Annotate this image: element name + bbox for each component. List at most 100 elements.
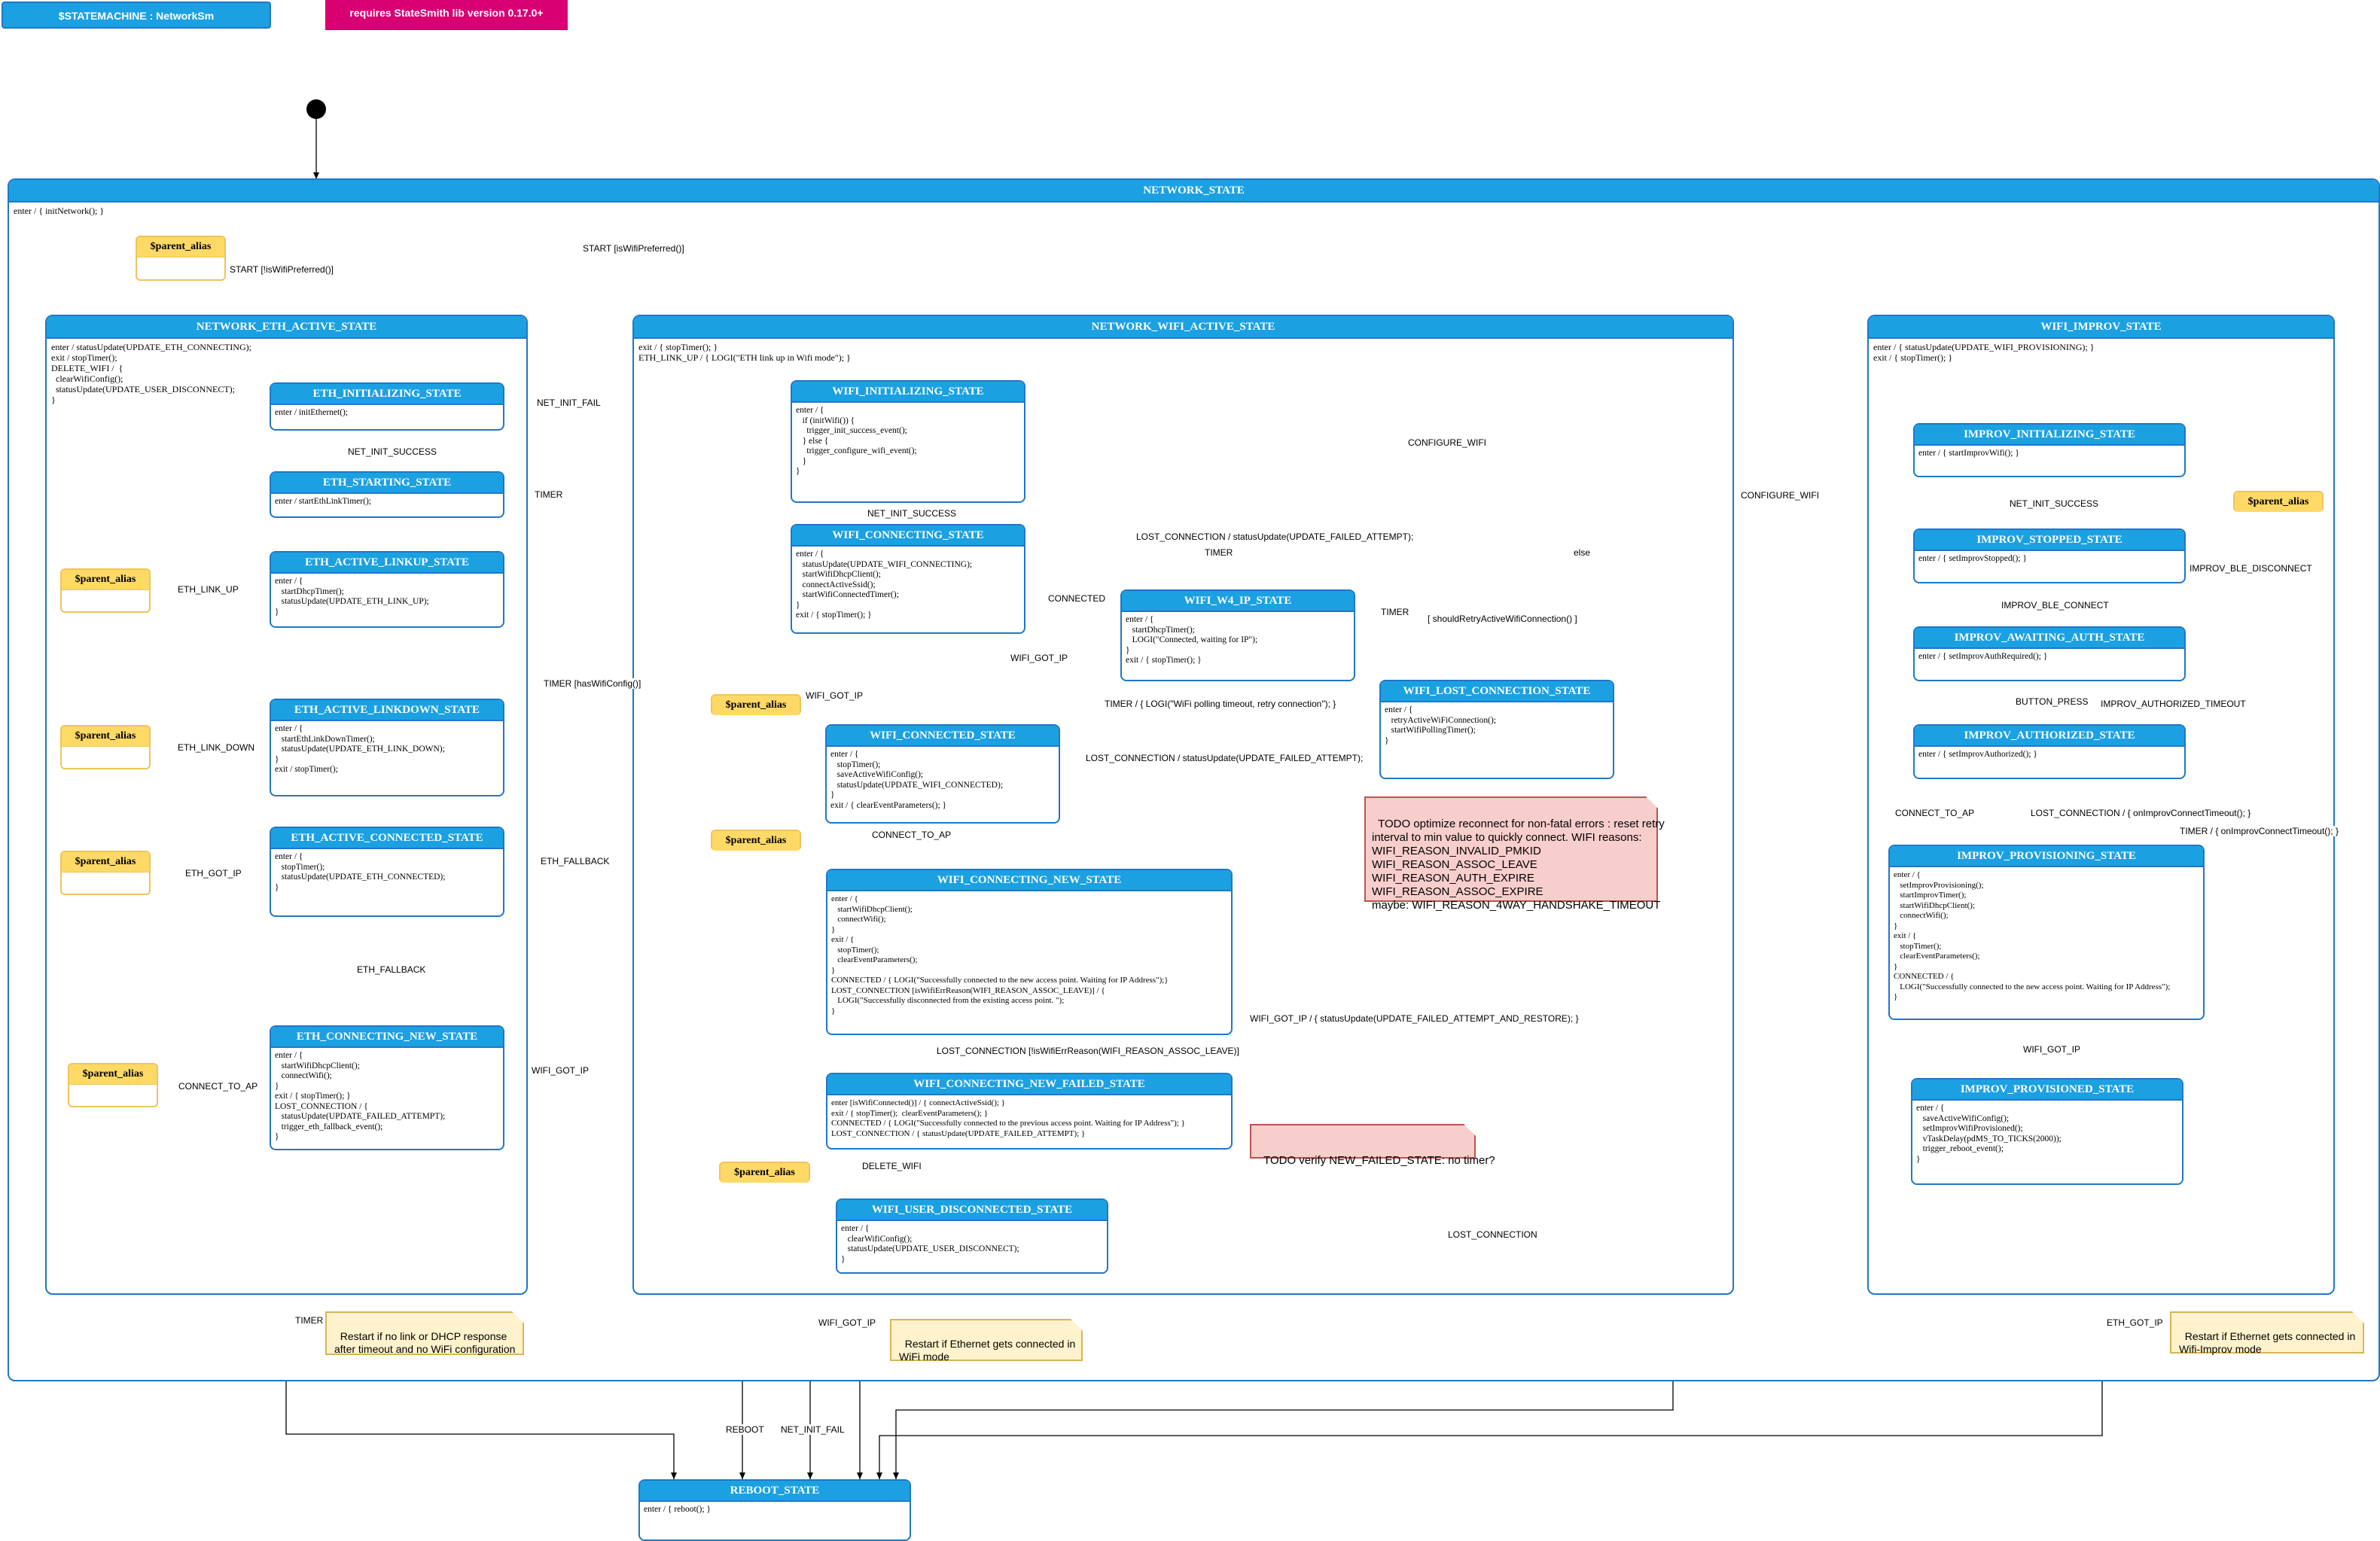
parent-alias-delete-wifi[interactable]: $parent_alias [719,1162,810,1183]
label-wifi-init-success: NET_INIT_SUCCESS [866,508,958,519]
eth-active-linkup-state[interactable]: ETH_ACTIVE_LINKUP_STATE enter / { startD… [270,551,504,628]
note-todo-reconnect: TODO optimize reconnect for non-fatal er… [1364,796,1665,912]
alias-title: $parent_alias [69,1064,157,1085]
parent-alias-connect-to-ap-eth[interactable]: $parent_alias [68,1063,158,1107]
alias-title: $parent_alias [62,726,149,747]
parent-alias-wifi-got-ip[interactable]: $parent_alias [711,694,801,715]
wifi-lost-connection-state[interactable]: WIFI_LOST_CONNECTION_STATE enter / { ret… [1379,680,1614,779]
state-body: enter / { statusUpdate(UPDATE_WIFI_CONNE… [796,550,973,620]
state-body: enter / { setImprovAuthorized(); } [1918,750,2037,759]
improv-initializing-state[interactable]: IMPROV_INITIALIZING_STATE enter / { star… [1913,423,2186,477]
note-restart-no-link: Restart if no link or DHCP response afte… [325,1311,524,1355]
label-w4-timer: TIMER [1379,607,1411,617]
label-auth-timeout: IMPROV_AUTHORIZED_TIMEOUT [2099,699,2247,709]
eth-starting-state[interactable]: ETH_STARTING_STATE enter / startEthLinkT… [270,471,504,518]
label-timer-reboot: TIMER [294,1315,325,1326]
note-text: Restart if no link or DHCP response afte… [334,1330,516,1355]
group-title: NETWORK_WIFI_ACTIVE_STATE [634,316,1732,339]
label-reboot-event: REBOOT [724,1424,766,1435]
label-eth-got-ip: ETH_GOT_IP [184,868,243,879]
group-body: exit / { stopTimer(); } ETH_LINK_UP / { … [638,342,851,363]
label-eth-fallback-state: ETH_FALLBACK [355,964,428,975]
wifi-connecting-new-failed-state[interactable]: WIFI_CONNECTING_NEW_FAILED_STATE enter [… [826,1073,1233,1150]
alias-title: $parent_alias [712,831,800,851]
label-else: else [1572,547,1592,558]
label-eth-fallback-group: ETH_FALLBACK [539,856,611,866]
label-timer-choice: TIMER [1203,547,1235,558]
alias-title: $parent_alias [62,852,149,873]
eth-active-connected-state[interactable]: ETH_ACTIVE_CONNECTED_STATE enter / { sto… [270,827,504,917]
wifi-connecting-state[interactable]: WIFI_CONNECTING_STATE enter / { statusUp… [791,524,1025,634]
reboot-state[interactable]: REBOOT_STATE enter / { reboot(); } [638,1479,911,1541]
state-body: enter / { if (initWifi()) { trigger_init… [796,406,917,476]
state-title: ETH_ACTIVE_CONNECTED_STATE [271,828,503,849]
note-text: TODO verify NEW_FAILED_STATE: no timer? [1263,1154,1495,1167]
state-body: enter / startEthLinkTimer(); [275,497,371,506]
alias-title: $parent_alias [137,237,224,257]
state-body: enter / { setImprovProvisioning(); start… [1894,870,2171,1001]
label-configure-wifi-group: CONFIGURE_WIFI [1739,490,1821,501]
label-timer-polling: TIMER / { LOGI("WiFi polling timeout, re… [1103,699,1338,709]
group-title: WIFI_IMPROV_STATE [1869,316,2333,339]
parent-alias-start[interactable]: $parent_alias [136,236,226,281]
label-button-press: BUTTON_PRESS [2014,696,2090,707]
label-timer-prov: TIMER / { onImprovConnectTimeout(); } [2178,826,2340,836]
label-connected: CONNECTED [1047,593,1108,604]
improv-awaiting-auth-state[interactable]: IMPROV_AWAITING_AUTH_STATE enter / { set… [1913,626,2186,681]
label-eth-link-down: ETH_LINK_DOWN [176,742,257,753]
state-body: enter / { startDhcpTimer(); LOGI("Connec… [1126,615,1258,665]
state-body: enter / { retryActiveWiFiConnection(); s… [1385,705,1497,745]
wifi-connecting-new-state[interactable]: WIFI_CONNECTING_NEW_STATE enter / { star… [826,869,1233,1035]
state-body: enter / { startImprovWifi(); } [1918,449,2019,458]
label-improv-eth-got-ip: ETH_GOT_IP [2105,1317,2165,1328]
state-title: IMPROV_AWAITING_AUTH_STATE [1915,628,2184,649]
state-title: WIFI_W4_IP_STATE [1122,591,1354,612]
eth-active-linkdown-state[interactable]: ETH_ACTIVE_LINKDOWN_STATE enter / { star… [270,699,504,796]
state-body: enter / { startDhcpTimer(); statusUpdate… [275,577,429,617]
label-delete-wifi: DELETE_WIFI [861,1161,923,1171]
state-body: enter / { startWifiDhcpClient(); connect… [275,1051,446,1141]
state-title: WIFI_LOST_CONNECTION_STATE [1381,681,1613,702]
alias-title: $parent_alias [721,1163,809,1183]
label-eth-link-up: ETH_LINK_UP [176,584,240,595]
wifi-user-disconnected-state[interactable]: WIFI_USER_DISCONNECTED_STATE enter / { c… [836,1198,1108,1274]
state-body: enter / initEthernet(); [275,408,349,417]
label-improv-ble-conn: IMPROV_BLE_CONNECT [2000,600,2110,611]
parent-alias-connect-to-ap[interactable]: $parent_alias [711,830,801,851]
improv-authorized-state[interactable]: IMPROV_AUTHORIZED_STATE enter / { setImp… [1913,724,2186,779]
note-text: Restart if Ethernet gets connected in Wi… [899,1338,1076,1363]
state-title: REBOOT_STATE [640,1481,910,1502]
parent-alias-eth-link-up[interactable]: $parent_alias [60,568,151,613]
state-title: ETH_CONNECTING_NEW_STATE [271,1027,503,1048]
parent-alias-improv[interactable]: $parent_alias [2233,491,2324,512]
improv-provisioned-state[interactable]: IMPROV_PROVISIONED_STATE enter / { saveA… [1911,1078,2183,1185]
state-title: IMPROV_AUTHORIZED_STATE [1915,726,2184,747]
wifi-w4-ip-state[interactable]: WIFI_W4_IP_STATE enter / { startDhcpTime… [1120,589,1355,681]
label-start-not-preferred: START [!isWifiPreferred()] [228,264,336,275]
improv-provisioning-state[interactable]: IMPROV_PROVISIONING_STATE enter / { setI… [1888,845,2205,1020]
state-body: enter [isWifiConnected()] / { connectAct… [831,1098,1185,1138]
wifi-initializing-state[interactable]: WIFI_INITIALIZING_STATE enter / { if (in… [791,380,1025,503]
label-lost-conn-improv: LOST_CONNECTION [1446,1229,1539,1240]
label-timer-has-wifi: TIMER [hasWifiConfig()] [542,678,643,689]
parent-alias-eth-link-down[interactable]: $parent_alias [60,725,151,769]
state-body: enter / { reboot(); } [644,1505,711,1514]
eth-initializing-state[interactable]: ETH_INITIALIZING_STATE enter / initEther… [270,382,504,431]
eth-connecting-new-state[interactable]: ETH_CONNECTING_NEW_STATE enter / { start… [270,1025,504,1150]
statemachine-label: $STATEMACHINE : NetworkSm [2,2,271,29]
label-improv-ble-disc: IMPROV_BLE_DISCONNECT [2188,563,2314,574]
improv-stopped-state[interactable]: IMPROV_STOPPED_STATE enter / { setImprov… [1913,528,2186,583]
label-wifi-lost-conn: LOST_CONNECTION / statusUpdate(UPDATE_FA… [1084,753,1365,763]
state-title: IMPROV_STOPPED_STATE [1915,530,2184,551]
label-start-preferred: START [isWifiPreferred()] [581,243,686,254]
label-connect-to-ap-improv: CONNECT_TO_AP [1894,808,1976,818]
state-title: IMPROV_INITIALIZING_STATE [1915,425,2184,446]
label-net-init-fail-reboot: NET_INIT_FAIL [779,1424,846,1435]
label-improv-init-success: NET_INIT_SUCCESS [2008,498,2101,509]
parent-alias-eth-got-ip[interactable]: $parent_alias [60,851,151,895]
state-body: enter / { setImprovStopped(); } [1918,554,2027,563]
state-title: ETH_INITIALIZING_STATE [271,384,503,405]
label-lost-conn-prov: LOST_CONNECTION / { onImprovConnectTimeo… [2029,808,2253,818]
wifi-connected-state[interactable]: WIFI_CONNECTED_STATE enter / { stopTimer… [825,724,1060,824]
alias-title: $parent_alias [712,696,800,715]
